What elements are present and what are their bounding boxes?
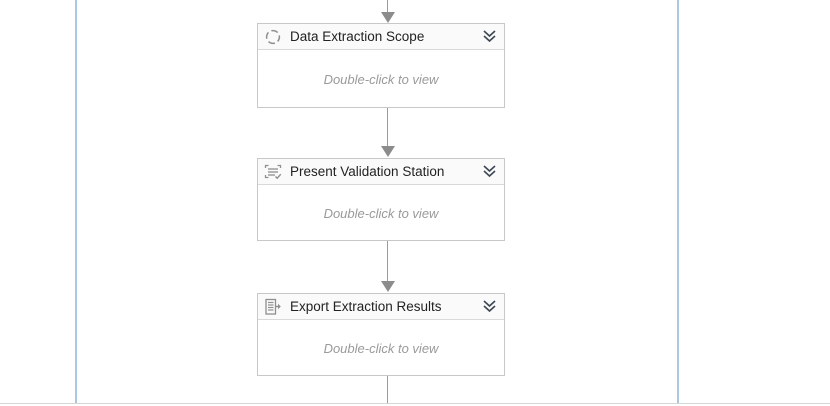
- step-card-export-extraction-results[interactable]: Export Extraction Results Double-click t…: [257, 293, 505, 376]
- connector-line: [387, 376, 388, 403]
- step-card-data-extraction-scope[interactable]: Data Extraction Scope Double-click to vi…: [257, 23, 505, 108]
- connector-arrowhead-icon: [380, 146, 395, 157]
- step-body-hint[interactable]: Double-click to view: [323, 340, 439, 356]
- connector-arrowhead-icon: [380, 12, 395, 23]
- step-header[interactable]: Export Extraction Results: [258, 294, 504, 320]
- connector-line: [387, 108, 388, 146]
- double-chevron-down-icon[interactable]: [480, 29, 498, 45]
- connector-line: [387, 0, 388, 12]
- loop-cycle-icon: [263, 27, 283, 47]
- canvas-guide-line-left: [75, 0, 77, 403]
- export-document-icon: [263, 297, 283, 317]
- step-header[interactable]: Data Extraction Scope: [258, 24, 504, 50]
- step-title: Export Extraction Results: [290, 298, 442, 314]
- connector-arrowhead-icon: [380, 281, 395, 292]
- step-header[interactable]: Present Validation Station: [258, 159, 504, 185]
- connector-line: [387, 241, 388, 281]
- double-chevron-down-icon[interactable]: [480, 164, 498, 180]
- step-title: Present Validation Station: [290, 163, 445, 179]
- step-body-hint[interactable]: Double-click to view: [323, 205, 439, 221]
- step-card-present-validation-station[interactable]: Present Validation Station Double-click …: [257, 158, 505, 241]
- step-body-hint[interactable]: Double-click to view: [323, 71, 439, 87]
- double-chevron-down-icon[interactable]: [480, 299, 498, 315]
- canvas-guide-line-right: [677, 0, 679, 403]
- canvas-bottom-rule: [0, 403, 830, 404]
- step-title: Data Extraction Scope: [290, 28, 425, 44]
- validation-checklist-icon: [263, 162, 283, 182]
